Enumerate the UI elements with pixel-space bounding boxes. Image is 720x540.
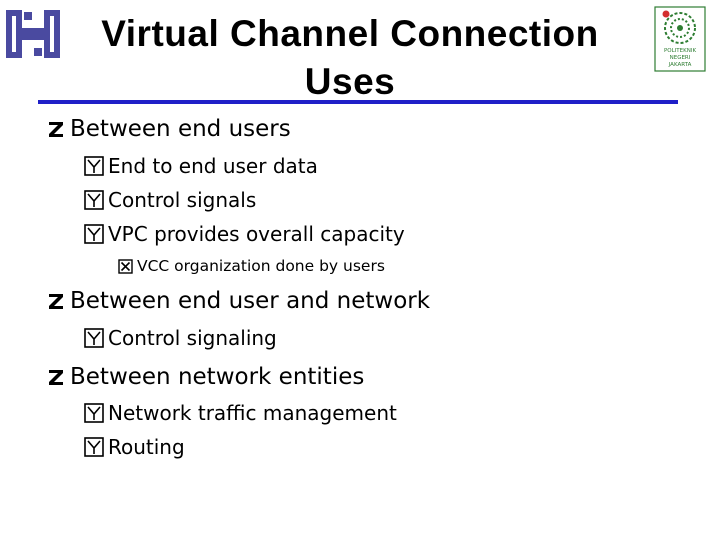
bullet-item: Routing	[84, 435, 185, 459]
bullet-text: Control signals	[108, 188, 257, 212]
bullet-text: Between network entities	[70, 364, 365, 390]
slide-title: Virtual Channel Connection Uses	[70, 10, 630, 106]
slide-title-line2: Uses	[304, 61, 396, 102]
h-shaped-logo-icon	[4, 8, 62, 60]
bullet-item: End to end user data	[84, 154, 318, 178]
bullet-item: VPC provides overall capacity	[84, 222, 405, 246]
bullet-text: Between end users	[70, 116, 291, 142]
bullet-item: Between network entities	[46, 364, 364, 390]
bullet-text: VCC organization done by users	[137, 257, 385, 275]
y-bullet-icon	[84, 403, 104, 423]
bullet-text: Network traffic management	[108, 401, 397, 425]
bullet-item: Between end user and network	[46, 288, 430, 314]
z-bullet-icon	[46, 119, 66, 139]
logo-text-line2: NEGERI	[670, 55, 691, 61]
bullet-item: VCC organization done by users	[118, 257, 385, 275]
y-bullet-icon	[84, 328, 104, 348]
title-divider	[38, 100, 678, 104]
y-bullet-icon	[84, 190, 104, 210]
z-bullet-icon	[46, 291, 66, 311]
bullet-text: Routing	[108, 435, 185, 459]
bullet-text: Control signaling	[108, 326, 277, 350]
logo-text-line1: POLITEKNIK	[664, 48, 697, 54]
slide-title-line1: Virtual Channel Connection	[101, 13, 599, 54]
bullet-item: Control signaling	[84, 326, 277, 350]
y-bullet-icon	[84, 437, 104, 457]
bullet-item: Between end users	[46, 116, 291, 142]
bullet-text: End to end user data	[108, 154, 318, 178]
y-bullet-icon	[84, 156, 104, 176]
polytechnic-logo-icon: POLITEKNIK NEGERI JAKARTA	[654, 6, 706, 72]
bullet-text: Between end user and network	[70, 288, 431, 314]
logo-text-line3: JAKARTA	[668, 62, 692, 68]
x-bullet-icon	[118, 258, 133, 274]
y-bullet-icon	[84, 224, 104, 244]
bullet-text: VPC provides overall capacity	[108, 222, 405, 246]
bullet-item: Control signals	[84, 188, 256, 212]
z-bullet-icon	[46, 367, 66, 387]
bullet-item: Network traffic management	[84, 401, 397, 425]
